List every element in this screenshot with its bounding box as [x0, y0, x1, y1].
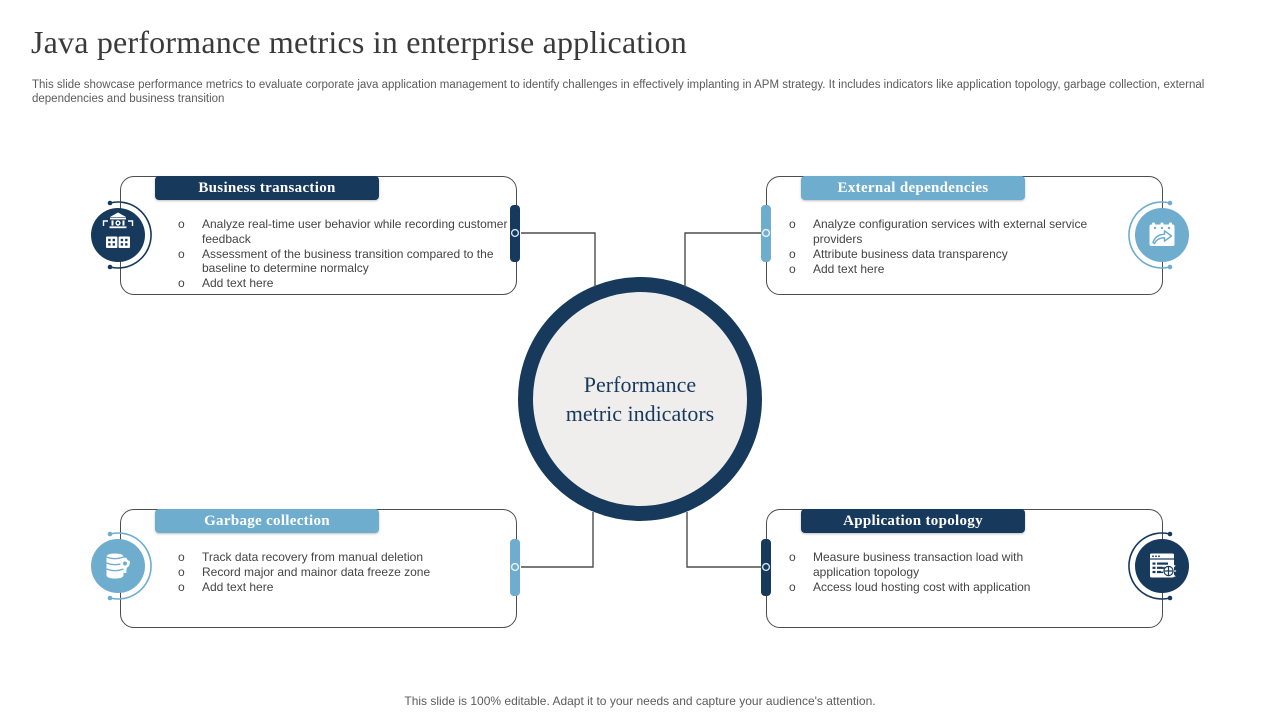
bullet-marker: o [178, 550, 185, 564]
card-garbage-collection: Garbage collection o Track data recovery … [120, 509, 517, 628]
bullet-marker: o [789, 550, 796, 564]
bullet-item: o Add text here [178, 580, 512, 595]
card-title-badge-external-dependencies: External dependencies [801, 176, 1025, 200]
connector-line-bottom-left [521, 512, 594, 568]
bullet-text: Add text here [202, 580, 274, 594]
bullet-item: o Access loud hosting cost with applicati… [789, 580, 1051, 595]
card-title-badge-application-topology: Application topology [801, 509, 1025, 533]
bullet-marker: o [178, 217, 185, 231]
bullet-text: Analyze configuration services with exte… [813, 217, 1088, 246]
bullet-marker: o [789, 217, 796, 231]
card-bullets-garbage-collection: o Track data recovery from manual deletio… [178, 550, 512, 595]
bullet-item: o Track data recovery from manual deletio… [178, 550, 512, 565]
card-bullets-business-transaction: o Analyze real-time user behavior while r… [178, 217, 512, 291]
connector-line-bottom-right [686, 512, 761, 568]
card-external-dependencies: External dependencies o Analyze configura… [766, 176, 1163, 295]
card-business-transaction: Business transaction o Analyze real-time … [120, 176, 517, 295]
card-title-badge-garbage-collection: Garbage collection [155, 509, 379, 533]
bullet-text: Access loud hosting cost with applicatio… [813, 579, 1031, 594]
bullet-item: o Analyze real-time user behavior while r… [178, 217, 512, 246]
bullet-item: o Add text here [178, 276, 512, 291]
bullet-marker: o [178, 246, 185, 261]
center-hub: Performance metric indicators [518, 277, 762, 521]
bullet-item: o Analyze configuration services with ext… [789, 217, 1105, 246]
bullet-item: o Record major and mainor data freeze zon… [178, 565, 512, 580]
card-application-topology: Application topology o Measure business t… [766, 509, 1163, 628]
bullet-text: Track data recovery from manual deletion [202, 550, 423, 564]
bullet-text: Measure business transaction load with a… [813, 550, 1024, 579]
bullet-item: o Attribute business data transparency [789, 247, 1105, 262]
bullet-item: o Assessment of the business transition c… [178, 247, 512, 276]
bullet-text: Add text here [202, 276, 274, 290]
page-subtitle: This slide showcase performance metrics … [32, 79, 1205, 105]
bullet-item: o Add text here [789, 262, 1105, 277]
bullet-marker: o [789, 261, 796, 276]
bullet-text: Analyze real-time user behavior while re… [202, 217, 508, 246]
center-hub-label: Performance metric indicators [565, 372, 715, 426]
bullet-marker: o [178, 580, 185, 594]
bullet-marker: o [789, 246, 796, 261]
footer-note: This slide is 100% editable. Adapt it to… [404, 694, 876, 708]
page-title: Java performance metrics in enterprise a… [31, 24, 687, 60]
bullet-item: o Measure business transaction load with … [789, 550, 1051, 579]
bullet-text: Add text here [813, 261, 885, 276]
bullet-marker: o [789, 579, 796, 594]
bullet-text: Attribute business data transparency [813, 246, 1008, 261]
bullet-text: Record major and mainor data freeze zone [202, 565, 431, 579]
card-title-badge-business-transaction: Business transaction [155, 176, 379, 200]
card-bullets-external-dependencies: o Analyze configuration services with ext… [789, 217, 1105, 277]
connector-line-top-left [521, 232, 596, 287]
connector-line-top-right [684, 232, 761, 287]
card-bullets-application-topology: o Measure business transaction load with … [789, 550, 1051, 595]
bullet-marker: o [178, 276, 185, 290]
bullet-text: Assessment of the business transition co… [202, 246, 494, 276]
bullet-marker: o [178, 565, 185, 579]
